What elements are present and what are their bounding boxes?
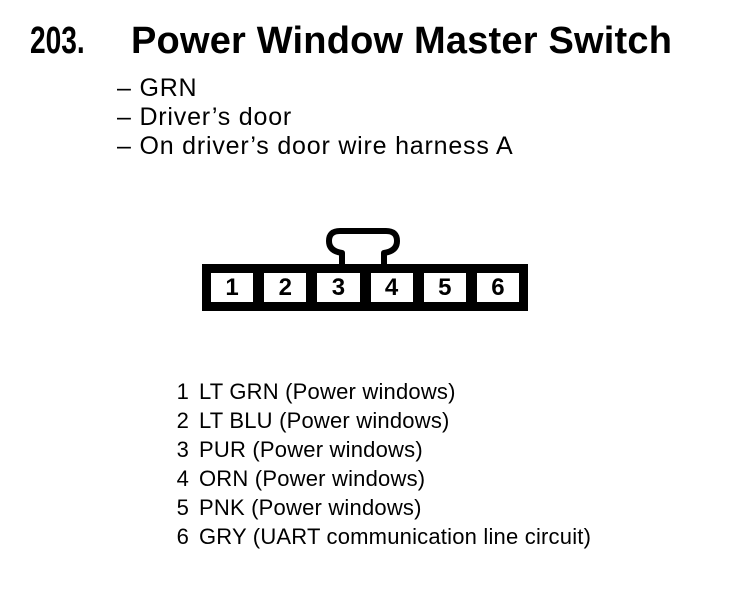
pin-row-5: 5 PNK (Power windows) xyxy=(175,493,591,522)
connector-pin-cell-3: 3 xyxy=(314,270,363,305)
pin-row-6: 6 GRY (UART communication line circuit) xyxy=(175,522,591,551)
pin-description: PUR (Power windows) xyxy=(199,437,423,462)
pin-description: GRY (UART communication line circuit) xyxy=(199,524,592,549)
connector-pin-cell-4: 4 xyxy=(367,270,416,305)
connector-pin-cell-1: 1 xyxy=(208,270,257,305)
connector-latch-icon xyxy=(326,228,400,272)
figure-number: 203. xyxy=(30,20,85,62)
pin-row-2: 2 LT BLU (Power windows) xyxy=(175,406,591,435)
connector-notes: – GRN – Driver’s door – On driver’s door… xyxy=(117,74,513,161)
note-harness: – On driver’s door wire harness A xyxy=(117,132,514,160)
pin-number: 5 xyxy=(176,495,189,520)
pin-description: LT BLU (Power windows) xyxy=(199,408,450,433)
connector-pin-cell-2: 2 xyxy=(261,270,310,305)
pin-description-list: 1 LT GRN (Power windows) 2 LT BLU (Power… xyxy=(175,377,591,551)
note-color: – GRN xyxy=(117,74,198,102)
connector-pin-cell-5: 5 xyxy=(420,270,469,305)
pin-row-1: 1 LT GRN (Power windows) xyxy=(175,377,591,406)
pin-number: 6 xyxy=(176,524,189,549)
pin-description: PNK (Power windows) xyxy=(199,495,422,520)
pin-number: 3 xyxy=(176,437,189,462)
connector-body: 1 2 3 4 5 6 xyxy=(202,264,528,311)
connector-pin-cell-6: 6 xyxy=(473,270,523,305)
pin-number: 4 xyxy=(176,466,189,491)
note-location: – Driver’s door xyxy=(117,103,293,131)
pin-number: 1 xyxy=(176,379,189,404)
page-title: Power Window Master Switch xyxy=(131,20,673,62)
pin-description: ORN (Power windows) xyxy=(199,466,426,491)
pin-description: LT GRN (Power windows) xyxy=(199,379,456,404)
pin-number: 2 xyxy=(176,408,189,433)
pin-row-4: 4 ORN (Power windows) xyxy=(175,464,591,493)
pin-row-3: 3 PUR (Power windows) xyxy=(175,435,591,464)
